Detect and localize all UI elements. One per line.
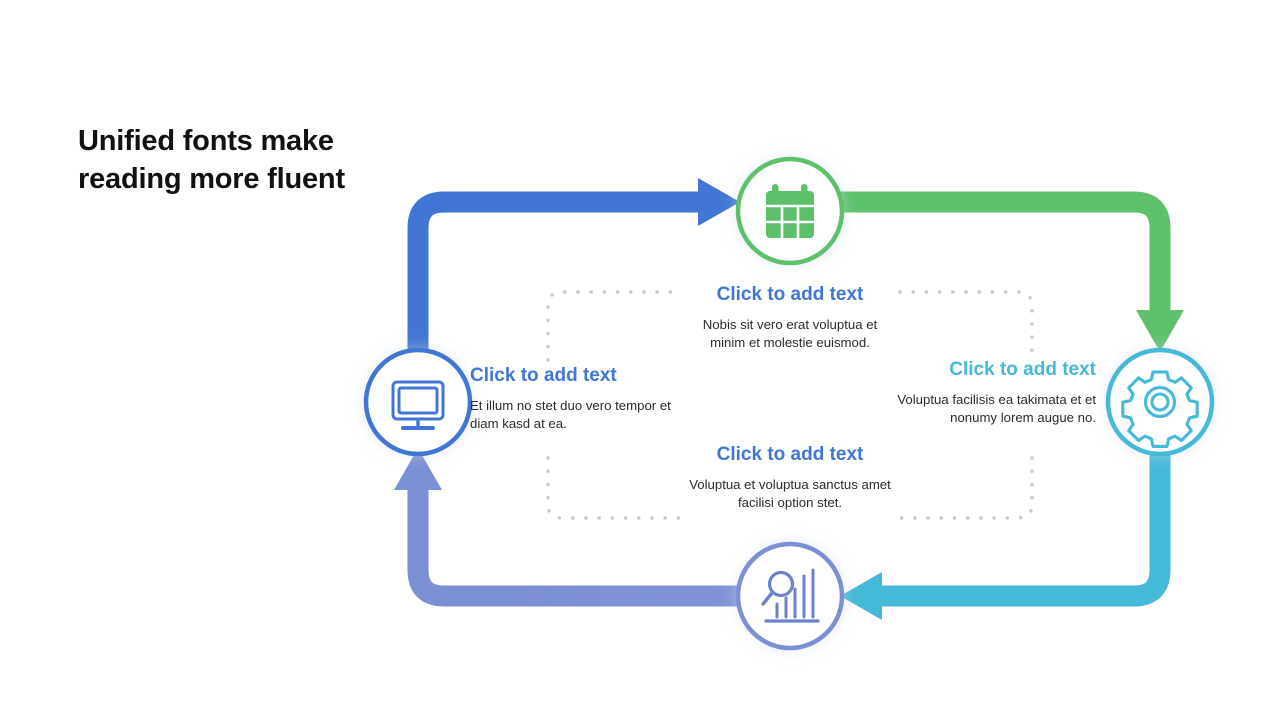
block-right-body[interactable]: Voluptua facilisis ea takimata et et non… — [897, 391, 1096, 425]
page-title: Unified fonts make reading more fluent — [78, 125, 345, 196]
block-top-body[interactable]: Nobis sit vero erat voluptua et minim et… — [702, 316, 878, 350]
arrow-monitor-to-calendar — [407, 178, 740, 372]
block-left-body[interactable]: Et illum no stet duo vero tempor et diam… — [470, 397, 671, 431]
arrow-analytics-to-monitor — [394, 448, 740, 607]
gear-icon — [1121, 370, 1199, 448]
chart-search-icon — [761, 568, 820, 623]
node-analytics[interactable] — [735, 541, 845, 651]
monitor-icon — [391, 380, 445, 430]
arrow-gear-to-analytics — [840, 432, 1171, 620]
text-block-right[interactable]: Click to add text Voluptua facilisis ea … — [896, 358, 1096, 427]
block-left-heading[interactable]: Click to add text — [470, 365, 617, 386]
block-right-heading[interactable]: Click to add text — [949, 359, 1096, 380]
node-gear[interactable] — [1105, 347, 1215, 457]
block-bottom-body[interactable]: Voluptua et voluptua sanctus amet facili… — [689, 476, 891, 510]
dotted-guide-boxes — [546, 290, 1034, 520]
text-block-left[interactable]: Click to add text Et illum no stet duo v… — [470, 364, 684, 433]
text-block-top[interactable]: Click to add text Nobis sit vero erat vo… — [684, 283, 896, 352]
arrow-calendar-to-gear — [840, 191, 1184, 352]
text-block-bottom[interactable]: Click to add text Voluptua et voluptua s… — [684, 443, 896, 512]
block-bottom-heading[interactable]: Click to add text — [716, 444, 864, 465]
node-calendar[interactable] — [735, 156, 845, 266]
node-monitor[interactable] — [363, 347, 473, 457]
block-top-heading[interactable]: Click to add text — [716, 284, 864, 305]
calendar-icon — [766, 184, 814, 238]
